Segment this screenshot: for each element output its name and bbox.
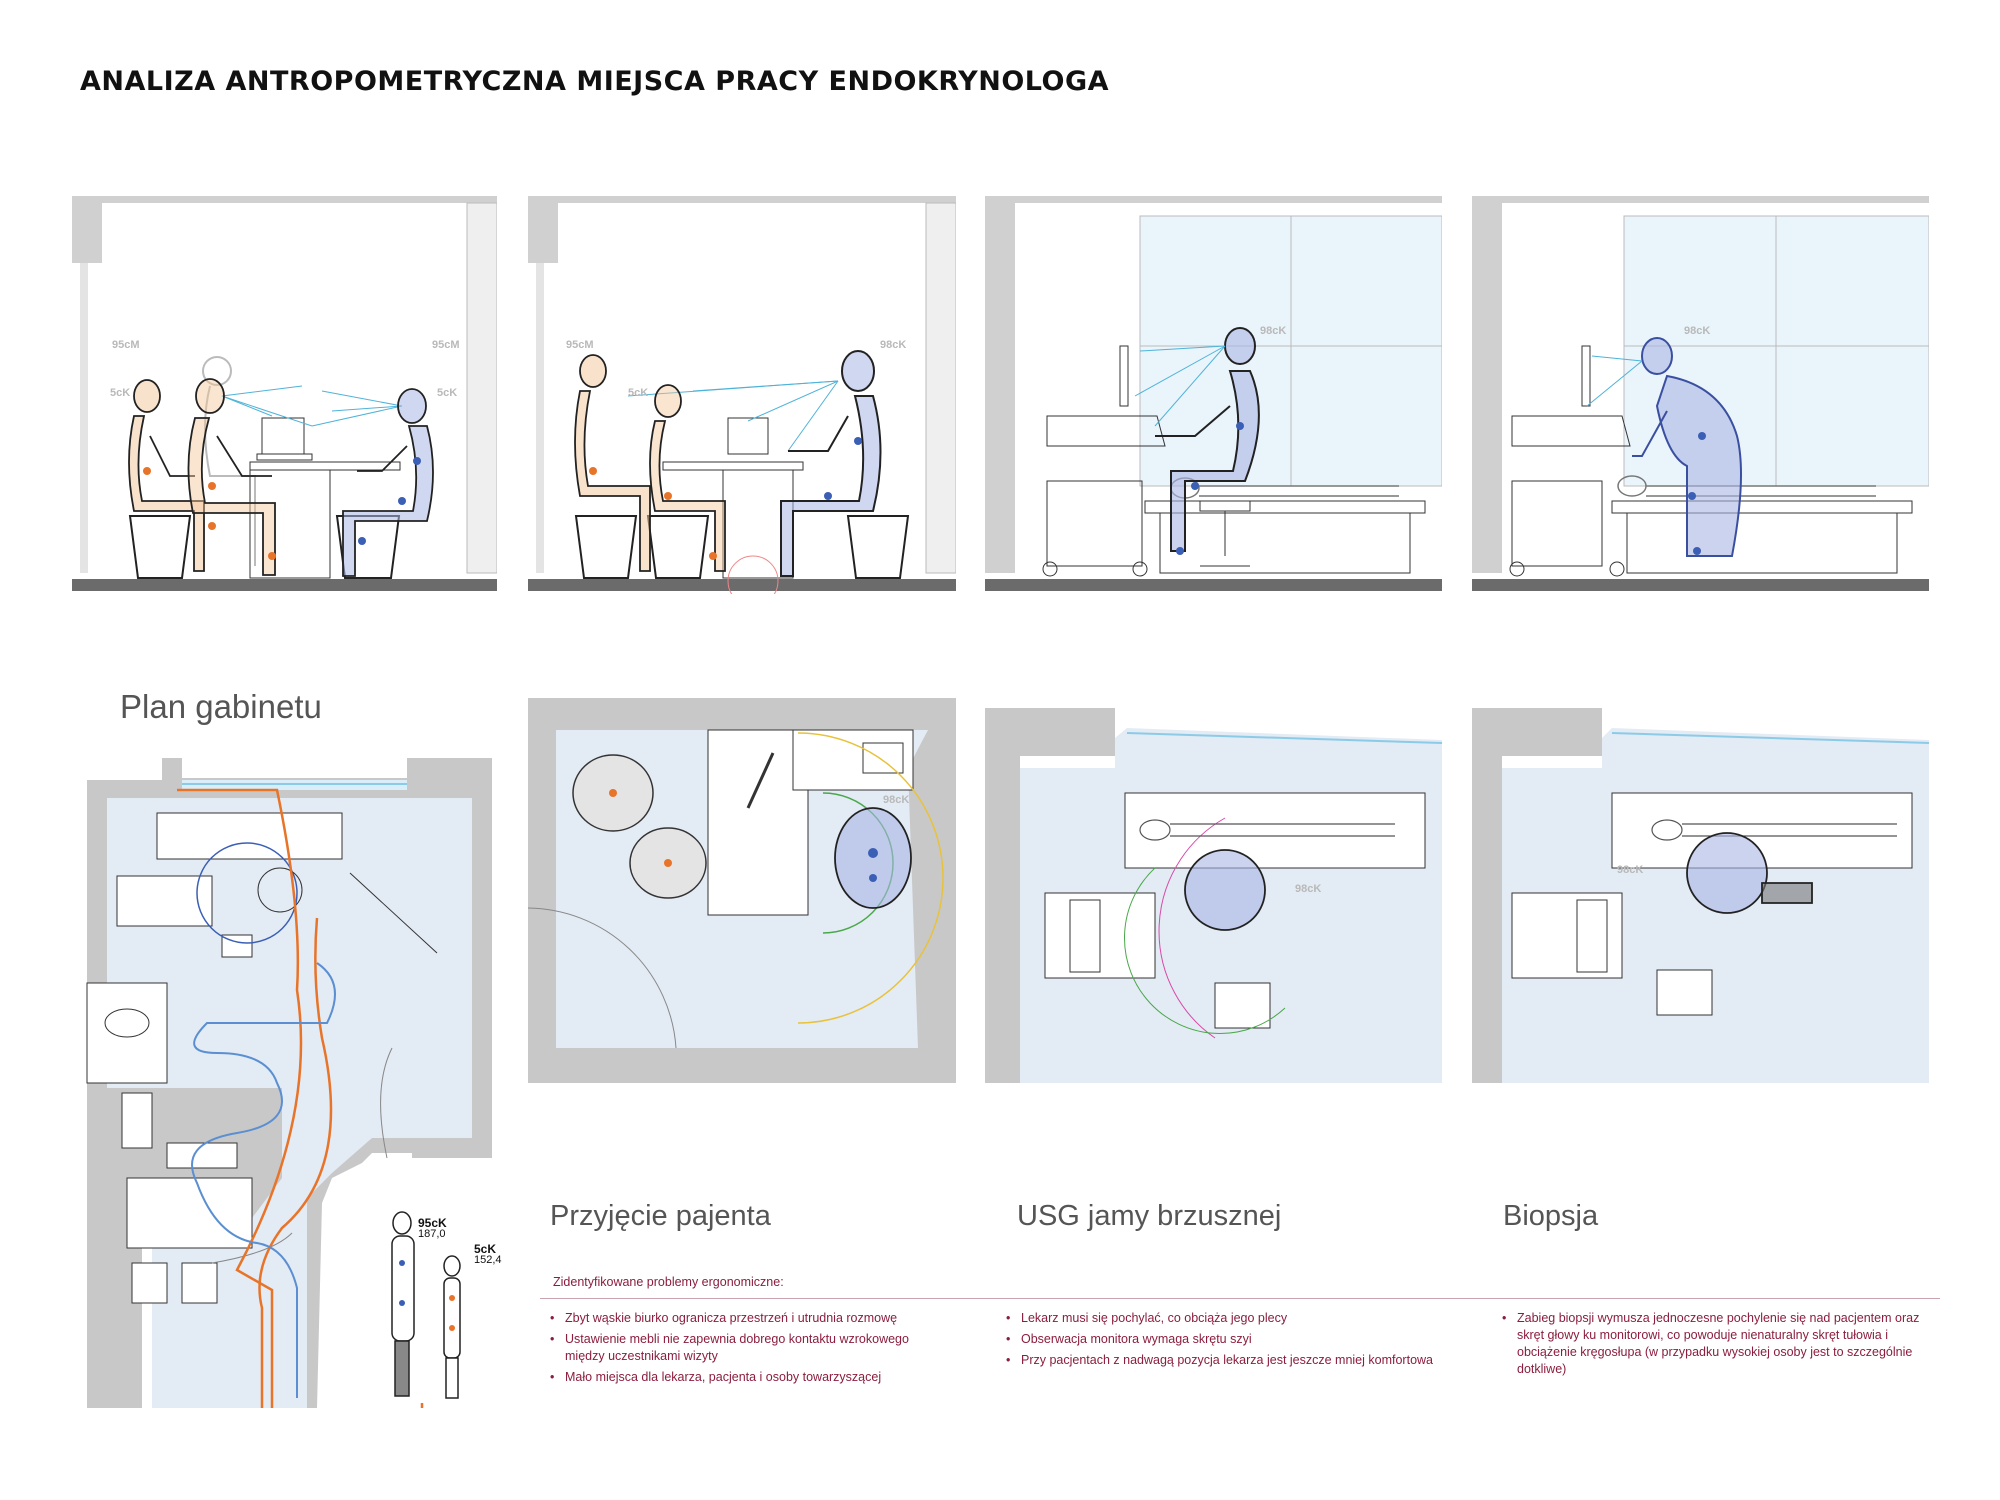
list-item: Ustawienie mebli nie zapewnia dobrego ko… (550, 1331, 940, 1365)
caption-biopsy: Biopsja (1503, 1200, 1599, 1232)
page-title: ANALIZA ANTROPOMETRYCZNA MIEJSCA PRACY E… (80, 66, 1110, 97)
problems-heading: Zidentyfikowane problemy ergonomiczne: (553, 1275, 784, 1289)
label-5cK-right: 5cK (437, 387, 457, 399)
elevation-usg: 98cK (985, 196, 1442, 594)
elevation-reception-2: 95cM 5cK 98cK (528, 196, 956, 594)
figure-tall-label: 95cK 187,0 (418, 1216, 447, 1240)
label-95cM-right: 95cM (432, 339, 460, 351)
label-95cM: 95cM (566, 339, 594, 351)
label-98cK: 98cK (883, 794, 909, 806)
label-5cK: 5cK (628, 387, 648, 399)
list-item: Mało miejsca dla lekarza, pacjenta i oso… (550, 1369, 940, 1386)
problems-divider (540, 1298, 1940, 1299)
label-5cK-left: 5cK (110, 387, 130, 399)
elevation-biopsy: 98cK (1472, 196, 1929, 594)
list-item: Lekarz musi się pochylać, co obciąża jeg… (1006, 1310, 1436, 1327)
problems-list-biopsy: Zabieg biopsji wymusza jednoczesne pochy… (1502, 1310, 1922, 1382)
elevation-reception-1: 95cM 5cK 95cM 5cK (72, 196, 497, 594)
figure-short-label: 5cK 152,4 (474, 1242, 502, 1266)
label-98cK: 98cK (1684, 325, 1710, 337)
label-98cK: 98cK (1295, 883, 1321, 895)
list-item: Zbyt wąskie biurko ogranicza przestrzeń … (550, 1310, 940, 1327)
problems-list-usg: Lekarz musi się pochylać, co obciąża jeg… (1006, 1310, 1436, 1373)
plan-title: Plan gabinetu (120, 688, 322, 725)
plan-biopsy: 98cK (1472, 708, 1929, 1083)
label-98cK: 98cK (880, 339, 906, 351)
caption-reception: Przyjęcie pajenta (550, 1200, 771, 1232)
list-item: Przy pacjentach z nadwagą pozycja lekarz… (1006, 1352, 1436, 1369)
list-item: Zabieg biopsji wymusza jednoczesne pochy… (1502, 1310, 1922, 1378)
problems-list-reception: Zbyt wąskie biurko ogranicza przestrzeń … (550, 1310, 940, 1390)
plan-reception: 98cK (528, 698, 956, 1083)
floor-plan (72, 758, 497, 1408)
label-95cM-left: 95cM (112, 339, 140, 351)
label-98cK: 98cK (1260, 325, 1286, 337)
caption-usg: USG jamy brzusznej (1017, 1200, 1282, 1232)
label-98cK: 98cK (1617, 864, 1643, 876)
list-item: Obserwacja monitora wymaga skrętu szyi (1006, 1331, 1436, 1348)
plan-usg: 98cK (985, 708, 1442, 1083)
